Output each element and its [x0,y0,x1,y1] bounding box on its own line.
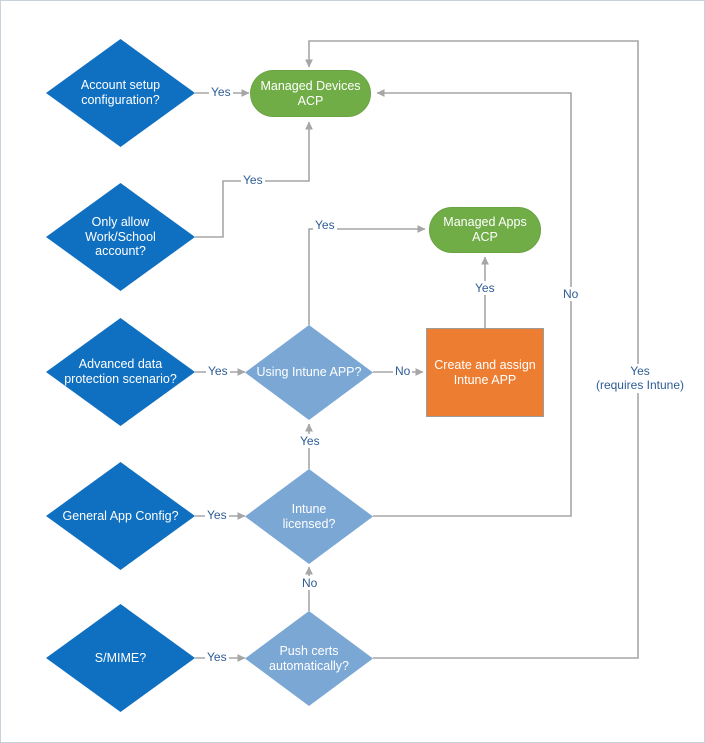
edge-label-create-assign-yes: Yes [473,281,497,296]
edge-label-using-intune-app-no: No [393,364,413,379]
decision-advanced-data-protection-label: Advanced data protection scenario? [64,357,177,386]
terminator-managed-apps-acp-label: Managed Apps ACP [443,215,527,244]
decision-using-intune-app-label: Using Intune APP? [256,365,362,380]
edge-label-general-app-config-yes: Yes [205,508,229,523]
edge-label-push-certs-no: No [300,576,320,591]
edge-label-only-allow-work-yes: Yes [241,173,265,188]
edge-label-smime-yes: Yes [205,650,229,665]
edge-label-advanced-data-yes: Yes [206,364,230,379]
edge-push-certs-yes-to-managed-devices [305,40,639,659]
process-create-and-assign-intune-app[interactable]: Create and assign Intune APP [426,328,544,417]
edge-label-account-setup-yes: Yes [209,85,233,100]
decision-general-app-config-label: General App Config? [62,508,179,523]
decision-only-allow-work-school-label: Only allow Work/School account? [85,214,156,259]
edge-label-intune-licensed-no: No [561,287,581,302]
decision-intune-licensed-label: Intune licensed? [282,501,336,531]
decision-smime-label: S/MIME? [94,650,147,665]
decision-account-setup-label: Account setup configuration? [80,78,161,107]
decision-push-certs-automatically-label: Push certs automatically? [269,643,349,673]
terminator-managed-devices-acp-label: Managed Devices ACP [260,78,361,108]
terminator-managed-devices-acp[interactable]: Managed Devices ACP [250,70,371,117]
edge-intune-licensed-no-to-managed-devices [373,89,572,517]
edge-label-using-intune-app-yes: Yes [313,218,337,233]
edge-only-allow-work-to-managed-devices [195,121,313,238]
edge-label-intune-licensed-yes: Yes [298,434,322,449]
edge-using-intune-app-yes-to-managed-apps [308,225,426,325]
terminator-managed-apps-acp[interactable]: Managed Apps ACP [429,207,541,253]
edge-label-push-certs-yes-requires-intune: Yes (requires Intune) [574,364,704,393]
process-create-and-assign-intune-app-label: Create and assign Intune APP [434,357,536,387]
